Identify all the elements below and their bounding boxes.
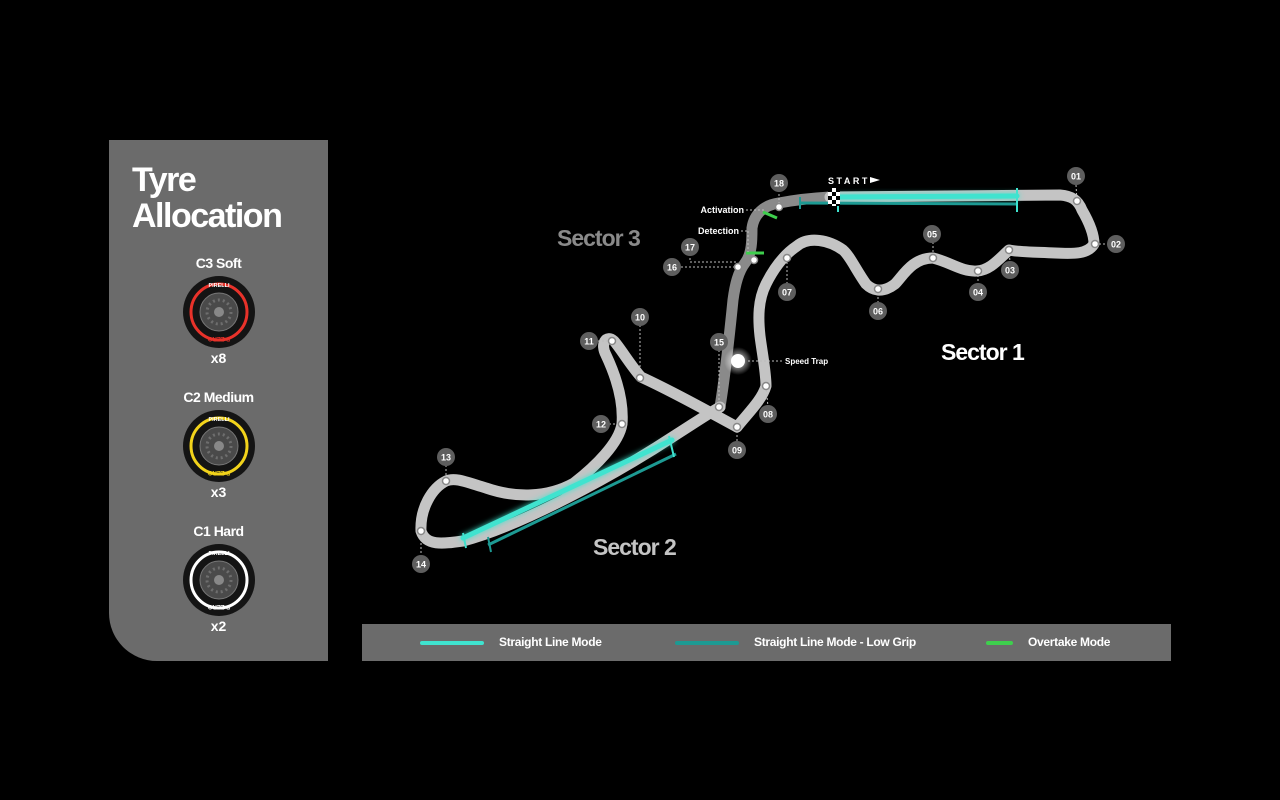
medium-tyre-icon: PIRELLI P ZERO: [182, 410, 255, 482]
tyre-medium-model: P ZERO: [207, 469, 230, 475]
tyre-hard-count: x2: [210, 618, 227, 634]
legend-overtake-mode-label: Overtake Mode: [1028, 635, 1111, 649]
turn-07-label: 07: [782, 288, 792, 298]
turn-01-label: 01: [1071, 172, 1081, 182]
turn-11-label: 11: [584, 337, 594, 347]
speed-trap-icon: [731, 354, 745, 368]
turn-09-badge: 09: [728, 441, 746, 459]
turn-06-label: 06: [873, 307, 883, 317]
turn-08-label: 08: [763, 410, 773, 420]
turn-02-badge: 02: [1107, 235, 1125, 253]
turn-04-label: 04: [973, 288, 983, 298]
turn-17-label: 17: [685, 243, 695, 253]
hard-tyre-icon: PIRELLI P ZERO: [182, 544, 255, 616]
turn-02-label: 02: [1111, 240, 1121, 250]
turn-03-label: 03: [1005, 266, 1015, 276]
track-sector-2: [415, 333, 743, 549]
straight-line-mode-swatch: [420, 641, 484, 645]
circuit-map: START Activation Detection Speed Trap Se…: [412, 167, 1125, 573]
sector-3-label: Sector 3: [557, 225, 640, 251]
legend-bar: Straight Line Mode Straight Line Mode - …: [362, 624, 1171, 661]
turn-11-badge: 11: [580, 332, 598, 350]
sector-1-label: Sector 1: [941, 339, 1025, 365]
turn-10-label: 10: [635, 313, 645, 323]
turn-13-label: 13: [441, 453, 451, 463]
speed-trap-label: Speed Trap: [785, 357, 828, 366]
tyre-medium: C2 Medium PIRELLI P ZERO x3: [109, 389, 328, 500]
tyre-hard-name: C1 Hard: [193, 523, 244, 539]
activation-label: Activation: [700, 205, 744, 215]
turn-06-badge: 06: [869, 302, 887, 320]
start-line-icon: [828, 188, 840, 206]
tyre-hard-model: P ZERO: [207, 603, 230, 609]
tyre-medium-name: C2 Medium: [183, 389, 254, 405]
turn-13-badge: 13: [437, 448, 455, 466]
turn-04-badge: 04: [969, 283, 987, 301]
tyre-soft-name: C3 Soft: [195, 255, 242, 271]
turn-badges: 01 02 03 04 05 06 07 08 09 10 11 12 13 1…: [412, 167, 1125, 573]
track-sector-1: [731, 189, 1100, 433]
tyre-medium-count: x3: [210, 484, 227, 500]
turn-12-label: 12: [596, 420, 606, 430]
tyre-hard-brand: PIRELLI: [208, 551, 230, 557]
turn-03-badge: 03: [1001, 261, 1019, 279]
turn-09-label: 09: [732, 446, 742, 456]
turn-14-label: 14: [416, 560, 426, 570]
turn-12-badge: 12: [592, 415, 610, 433]
corner-points: [416, 196, 1100, 536]
tyre-soft-count: x8: [210, 350, 227, 366]
turn-07-badge: 07: [778, 283, 796, 301]
turn-18-label: 18: [774, 179, 784, 189]
tyre-medium-brand: PIRELLI: [208, 417, 230, 423]
turn-15-badge: 15: [710, 333, 728, 351]
detection-label: Detection: [698, 226, 739, 236]
start-label: START: [828, 176, 870, 186]
turn-08-badge: 08: [759, 405, 777, 423]
panel-title: Tyre Allocation: [132, 161, 283, 235]
turn-17-badge: 17: [681, 238, 699, 256]
turn-18-badge: 18: [770, 174, 788, 192]
straight-line-low-grip-swatch: [675, 641, 739, 645]
turn-15-label: 15: [714, 338, 724, 348]
overtake-mode-swatch: [986, 641, 1013, 645]
start-arrow-icon: [870, 177, 880, 183]
soft-tyre-icon: PIRELLI P ZERO: [182, 276, 255, 348]
tyre-soft: C3 Soft PIRELLI P ZERO x8: [109, 255, 328, 366]
legend-straight-line-low-grip-label: Straight Line Mode - Low Grip: [754, 635, 916, 649]
tyre-soft-model: P ZERO: [207, 335, 230, 341]
overtake-markers: [746, 210, 778, 255]
turn-14-badge: 14: [412, 555, 430, 573]
turn-16-label: 16: [667, 263, 677, 273]
legend-straight-line-mode-label: Straight Line Mode: [499, 635, 602, 649]
panel-title-line2: Allocation: [132, 197, 283, 235]
turn-05-badge: 05: [923, 225, 941, 243]
straight-line-mode-zones: [460, 193, 1020, 541]
sector-2-label: Sector 2: [593, 534, 676, 560]
tyre-allocation-panel: Tyre Allocation C3 Soft PIRELLI P ZERO x…: [109, 140, 328, 661]
turn-10-badge: 10: [631, 308, 649, 326]
turn-05-label: 05: [927, 230, 937, 240]
tyre-hard: C1 Hard PIRELLI P ZERO x2: [109, 523, 328, 634]
tyre-soft-brand: PIRELLI: [208, 283, 230, 289]
turn-16-badge: 16: [663, 258, 681, 276]
dashed-leaders: [420, 184, 1108, 555]
turn-01-badge: 01: [1067, 167, 1085, 185]
panel-title-line1: Tyre: [132, 161, 197, 199]
